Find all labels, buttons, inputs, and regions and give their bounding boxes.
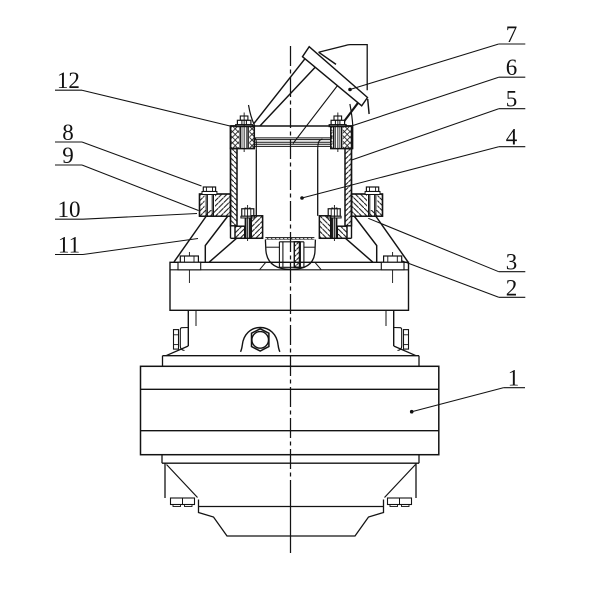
svg-text:8: 8 — [62, 120, 74, 145]
svg-text:4: 4 — [506, 125, 518, 150]
svg-text:1: 1 — [508, 366, 520, 391]
svg-text:3: 3 — [506, 250, 518, 275]
svg-text:7: 7 — [506, 22, 518, 47]
svg-text:12: 12 — [57, 68, 80, 93]
svg-text:10: 10 — [58, 197, 81, 222]
svg-text:9: 9 — [62, 143, 74, 168]
svg-text:6: 6 — [506, 55, 518, 80]
svg-text:11: 11 — [58, 233, 80, 258]
svg-text:5: 5 — [506, 87, 518, 112]
svg-text:2: 2 — [506, 275, 518, 300]
